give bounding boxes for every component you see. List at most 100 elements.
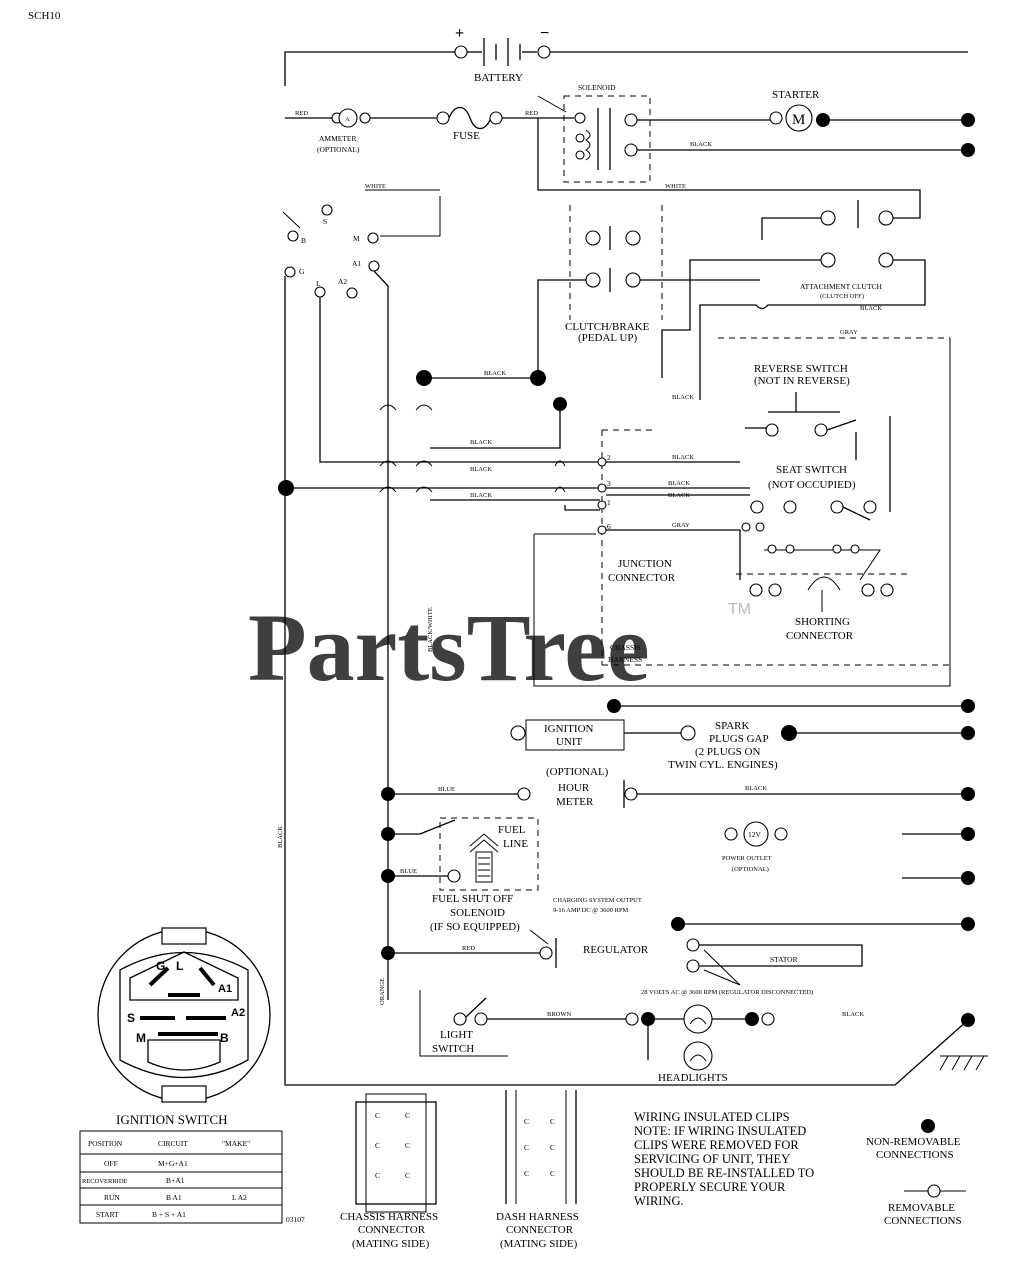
ground-symbol — [939, 1055, 988, 1071]
dash-connector-mating: (MATING SIDE) — [500, 1238, 578, 1250]
table-cell: START — [96, 1210, 119, 1219]
junction-connector-label: CONNECTOR — [608, 572, 676, 584]
wire-label-brown: BROWN — [547, 1011, 572, 1018]
ignition-unit-label-2: UNIT — [556, 736, 583, 748]
fuse: FUSE RED — [436, 106, 574, 142]
spark-2-plugs: (2 PLUGS ON — [695, 746, 760, 758]
junction-label: JUNCTION — [618, 558, 672, 570]
table-header-make: "MAKE" — [222, 1139, 250, 1148]
legend-nonremovable: NON-REMOVABLE — [866, 1136, 961, 1148]
wire-label-blue: BLUE — [438, 786, 455, 793]
charging-output-label: CHARGING SYSTEM OUTPUT — [553, 897, 642, 904]
legend: NON-REMOVABLE CONNECTIONS REMOVABLE CONN… — [866, 1119, 966, 1227]
ign-s: S — [323, 217, 327, 226]
ammeter: RED A AMMETER (OPTIONAL) — [285, 108, 437, 154]
table-cell: RECOVERRIDE — [82, 1178, 128, 1185]
seat-switch-sublabel: (NOT OCCUPIED) — [768, 479, 856, 491]
isw-b: B — [220, 1031, 229, 1045]
position-table: POSITION CIRCUIT "MAKE" OFF M+G+A1 RECOV… — [79, 1130, 283, 1224]
ignition-switch-title: IGNITION SWITCH — [116, 1112, 228, 1127]
spark-twin-cyl: TWIN CYL. ENGINES) — [668, 759, 778, 771]
charging-output-value: 9-16 AMP DC @ 3600 RPM — [553, 907, 628, 914]
wire-label-black-hr: BLACK — [745, 785, 767, 792]
solenoid-label: SOLENOID — [578, 83, 616, 92]
wire-label-black-5: BLACK — [672, 454, 694, 461]
hour-meter-label-2: METER — [556, 796, 594, 808]
isw-m: M — [136, 1031, 146, 1045]
terminal-black-top — [961, 143, 975, 157]
ignition-unit: IGNITION UNIT SPARK PLUGS GAP (2 PLUGS O… — [510, 699, 975, 771]
ign-l: L — [316, 279, 321, 288]
wire-label-black-2: BLACK — [470, 439, 492, 446]
wire-label-red-3: RED — [462, 945, 475, 952]
wire-label-white: WHITE — [665, 183, 686, 190]
fuse-label: FUSE — [453, 130, 480, 142]
wire-label-black-1: BLACK — [484, 370, 506, 377]
svg-text:C: C — [524, 1117, 529, 1126]
table-header-position: POSITION — [88, 1139, 123, 1148]
wire-label-white-top: WHITE — [365, 183, 386, 190]
pin-3: 3 — [607, 479, 611, 488]
headlights: HEADLIGHTS BLACK — [658, 1004, 864, 1084]
svg-text:C: C — [375, 1111, 380, 1120]
ign-b: B — [301, 236, 306, 245]
svg-text:C: C — [524, 1169, 529, 1178]
shorting-connector-label: SHORTING — [795, 616, 850, 628]
legend-removable: REMOVABLE — [888, 1202, 955, 1214]
note-line: WIRING INSULATED CLIPS — [634, 1110, 790, 1124]
svg-text:C: C — [550, 1169, 555, 1178]
wiring-note: WIRING INSULATED CLIPS NOTE: IF WIRING I… — [634, 1110, 814, 1208]
table-cell: B A1 — [166, 1193, 182, 1202]
pin-2: 2 — [607, 453, 611, 462]
document-number: 03107 — [286, 1215, 305, 1224]
light-switch-label: LIGHT — [440, 1029, 473, 1041]
stator-label: STATOR — [770, 955, 798, 964]
chassis-harness-label: CHASSIS — [610, 643, 641, 652]
wire-label-orange: ORANGE — [379, 978, 386, 1005]
note-line: CLIPS WERE REMOVED FOR — [634, 1138, 799, 1152]
isw-a1: A1 — [218, 983, 232, 995]
wire-label-black-left: BLACK — [277, 826, 284, 848]
pin-1: 1 — [607, 498, 611, 507]
isw-l: L — [176, 959, 183, 973]
wire-label-black-3: BLACK — [470, 466, 492, 473]
starter-motor: M STARTER — [769, 89, 968, 132]
table-header-circuit: CIRCUIT — [158, 1139, 188, 1148]
ignition-unit-label: IGNITION — [544, 723, 594, 735]
attachment-clutch-switch: ATTACHMENT CLUTCH (CLUTCH OFF) BLACK GRA… — [661, 200, 950, 400]
dash-connector-label-2: CONNECTOR — [506, 1224, 574, 1236]
svg-text:C: C — [550, 1117, 555, 1126]
battery-minus: − — [540, 25, 549, 42]
wire-label-black-white: BLACK/WHITE — [427, 607, 434, 652]
wire-label-black-6: BLACK — [668, 480, 690, 487]
battery: + − BATTERY — [284, 25, 968, 86]
wire-label-red-2: RED — [525, 110, 538, 117]
chassis-harness-label-2: HARNESS — [608, 655, 642, 664]
isw-a2: A2 — [231, 1007, 245, 1019]
svg-text:C: C — [405, 1171, 410, 1180]
fuel-shutoff-if-equipped: (IF SO EQUIPPED) — [430, 921, 520, 933]
chassis-connector-label: CHASSIS HARNESS — [340, 1211, 438, 1223]
attachment-clutch-off: (CLUTCH OFF) — [820, 293, 864, 300]
table-cell: L A2 — [232, 1193, 247, 1202]
wire-label-gray: GRAY — [840, 329, 858, 336]
chassis-connector-label-2: CONNECTOR — [358, 1224, 426, 1236]
power-outlet-label: POWER OUTLET — [722, 855, 772, 862]
svg-text:C: C — [550, 1143, 555, 1152]
note-line: PROPERLY SECURE YOUR — [634, 1180, 786, 1194]
regulator: CHARGING SYSTEM OUTPUT 9-16 AMP DC @ 360… — [381, 897, 975, 996]
ammeter-optional: (OPTIONAL) — [317, 145, 360, 154]
wire-label-blue-2: BLUE — [400, 868, 417, 875]
fuel-line-label: FUEL — [498, 824, 526, 836]
terminal-ground — [961, 1013, 975, 1027]
note-line: WIRING. — [634, 1194, 684, 1208]
fuel-shutoff-label: FUEL SHUT OFF — [432, 893, 513, 905]
shorting-connector-label-2: CONNECTOR — [786, 630, 854, 642]
note-line: SERVICING OF UNIT, THEY — [634, 1152, 790, 1166]
table-cell: M+G+A1 — [158, 1159, 188, 1168]
svg-text:C: C — [524, 1143, 529, 1152]
ammeter-a: A — [345, 116, 350, 123]
